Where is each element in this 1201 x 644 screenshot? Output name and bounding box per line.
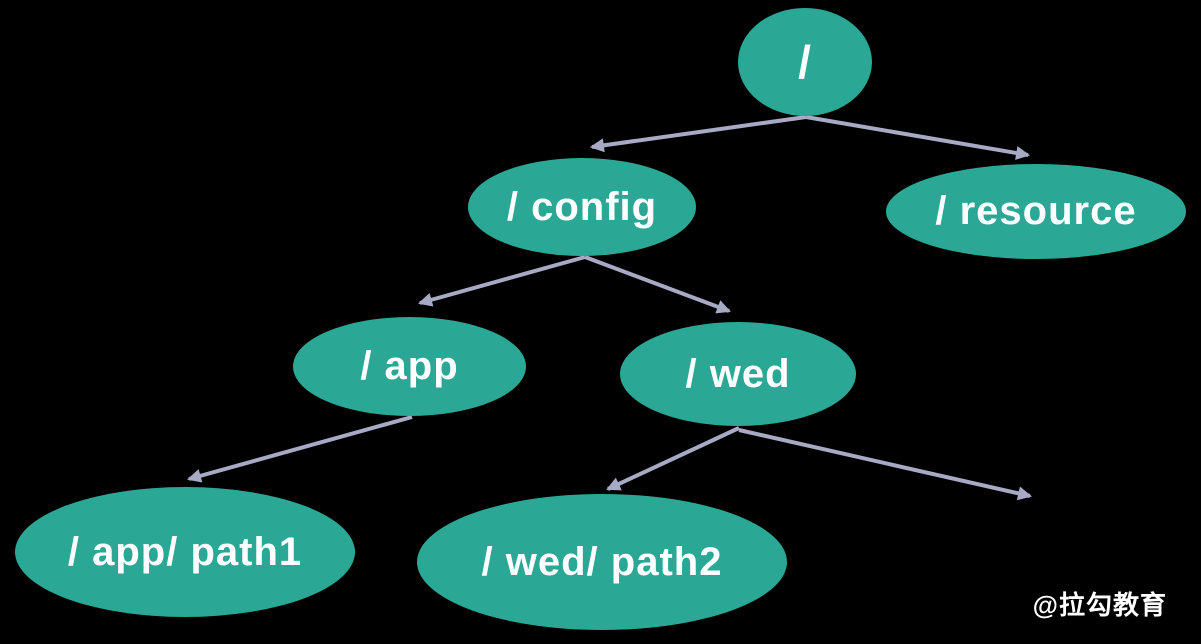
tree-node-app-path1-label: / app/ path1 (67, 529, 303, 574)
tree-node-wed[interactable]: / wed (620, 322, 856, 426)
edge-wed-path2 (606, 426, 740, 491)
tree-node-resource-label: / resource (935, 189, 1137, 233)
edge-app-path1 (186, 415, 413, 483)
tree-node-root-label: / (798, 36, 812, 88)
tree-node-resource[interactable]: / resource (886, 164, 1186, 259)
tree-node-config-label: / config (506, 184, 658, 229)
tree-node-wed-label: / wed (685, 351, 791, 396)
edge-wed-offscreen (738, 428, 1033, 501)
tree-node-wed-path2[interactable]: / wed/ path2 (417, 494, 787, 630)
tree-node-config[interactable]: / config (468, 158, 696, 256)
tree-node-app-path1[interactable]: / app/ path1 (15, 487, 355, 617)
edge-root-config (589, 115, 807, 153)
edge-root-resource (805, 115, 1031, 160)
edge-config-wed (584, 255, 731, 314)
tree-node-root[interactable]: / (738, 8, 872, 116)
edge-config-app (417, 255, 586, 307)
tree-node-app-label: / app (360, 344, 459, 388)
watermark: @拉勾教育 (1032, 590, 1167, 620)
tree-node-app[interactable]: / app (293, 317, 526, 416)
tree-node-wed-path2-label: / wed/ path2 (481, 539, 723, 584)
